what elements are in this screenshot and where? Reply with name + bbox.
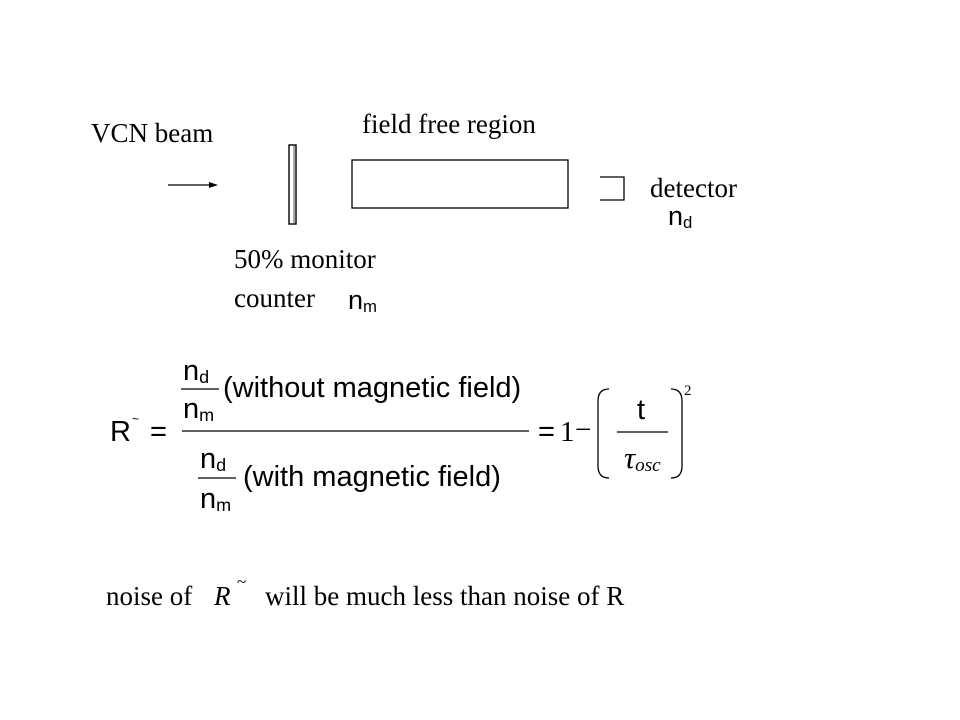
- field-free-region-box: [351, 159, 569, 209]
- one: 1: [560, 416, 575, 448]
- left-paren: [597, 388, 610, 479]
- vcn-beam-label: VCN beam: [91, 118, 214, 148]
- paren-numerator: t: [637, 394, 646, 426]
- bottom-num-base: n: [200, 443, 217, 475]
- detector-label: detector: [650, 173, 737, 203]
- right-paren: [670, 388, 683, 479]
- monitor-label-line1: 50% monitor: [234, 244, 376, 274]
- bottom-den-base: n: [200, 483, 217, 515]
- monitor-symbol: nm: [348, 285, 377, 316]
- equation-lhs: R: [110, 418, 131, 447]
- tau-symbol: τ: [624, 440, 636, 475]
- detector-symbol-sub: d: [683, 213, 693, 232]
- top-den-sub: m: [199, 405, 215, 426]
- equals-sign-1: =: [150, 416, 167, 448]
- top-condition: (without magnetic field): [223, 372, 522, 404]
- lhs-tilde: ~: [132, 412, 140, 426]
- note-suffix: will be much less than noise of R: [265, 581, 625, 611]
- detector-symbol: nd: [668, 201, 693, 232]
- monitor-symbol-sub: m: [363, 297, 377, 316]
- exponent: 2: [684, 383, 692, 399]
- bottom-num-sub: d: [216, 455, 227, 476]
- lhs-r: R: [110, 416, 131, 448]
- note-prefix: noise of: [106, 581, 193, 611]
- monitor-label-line2: counter: [234, 283, 315, 313]
- detector-shape: [600, 176, 625, 201]
- top-fraction-num: nd: [183, 355, 210, 388]
- top-num-base: n: [183, 355, 200, 387]
- note-r-symbol: R: [214, 581, 231, 611]
- top-den-base: n: [183, 393, 200, 425]
- bottom-condition: (with magnetic field): [243, 461, 501, 493]
- bottom-den-sub: m: [216, 495, 232, 516]
- bottom-fraction-den: nm: [200, 483, 232, 516]
- equals-sign-2: =: [538, 416, 555, 448]
- detector-symbol-base: n: [668, 201, 684, 231]
- field-free-region-label: field free region: [362, 109, 536, 139]
- top-fraction-den: nm: [183, 393, 215, 426]
- monitor-symbol-base: n: [348, 285, 364, 315]
- minus-sign: −: [575, 414, 592, 446]
- monitor-plate: [288, 144, 297, 225]
- note-tilde: ~: [237, 572, 247, 591]
- beam-arrow-head: [209, 182, 218, 188]
- tau-sub: osc: [635, 455, 661, 477]
- paren-denominator: τosc: [624, 440, 661, 477]
- top-num-sub: d: [199, 367, 210, 388]
- bottom-fraction-num: nd: [200, 443, 227, 476]
